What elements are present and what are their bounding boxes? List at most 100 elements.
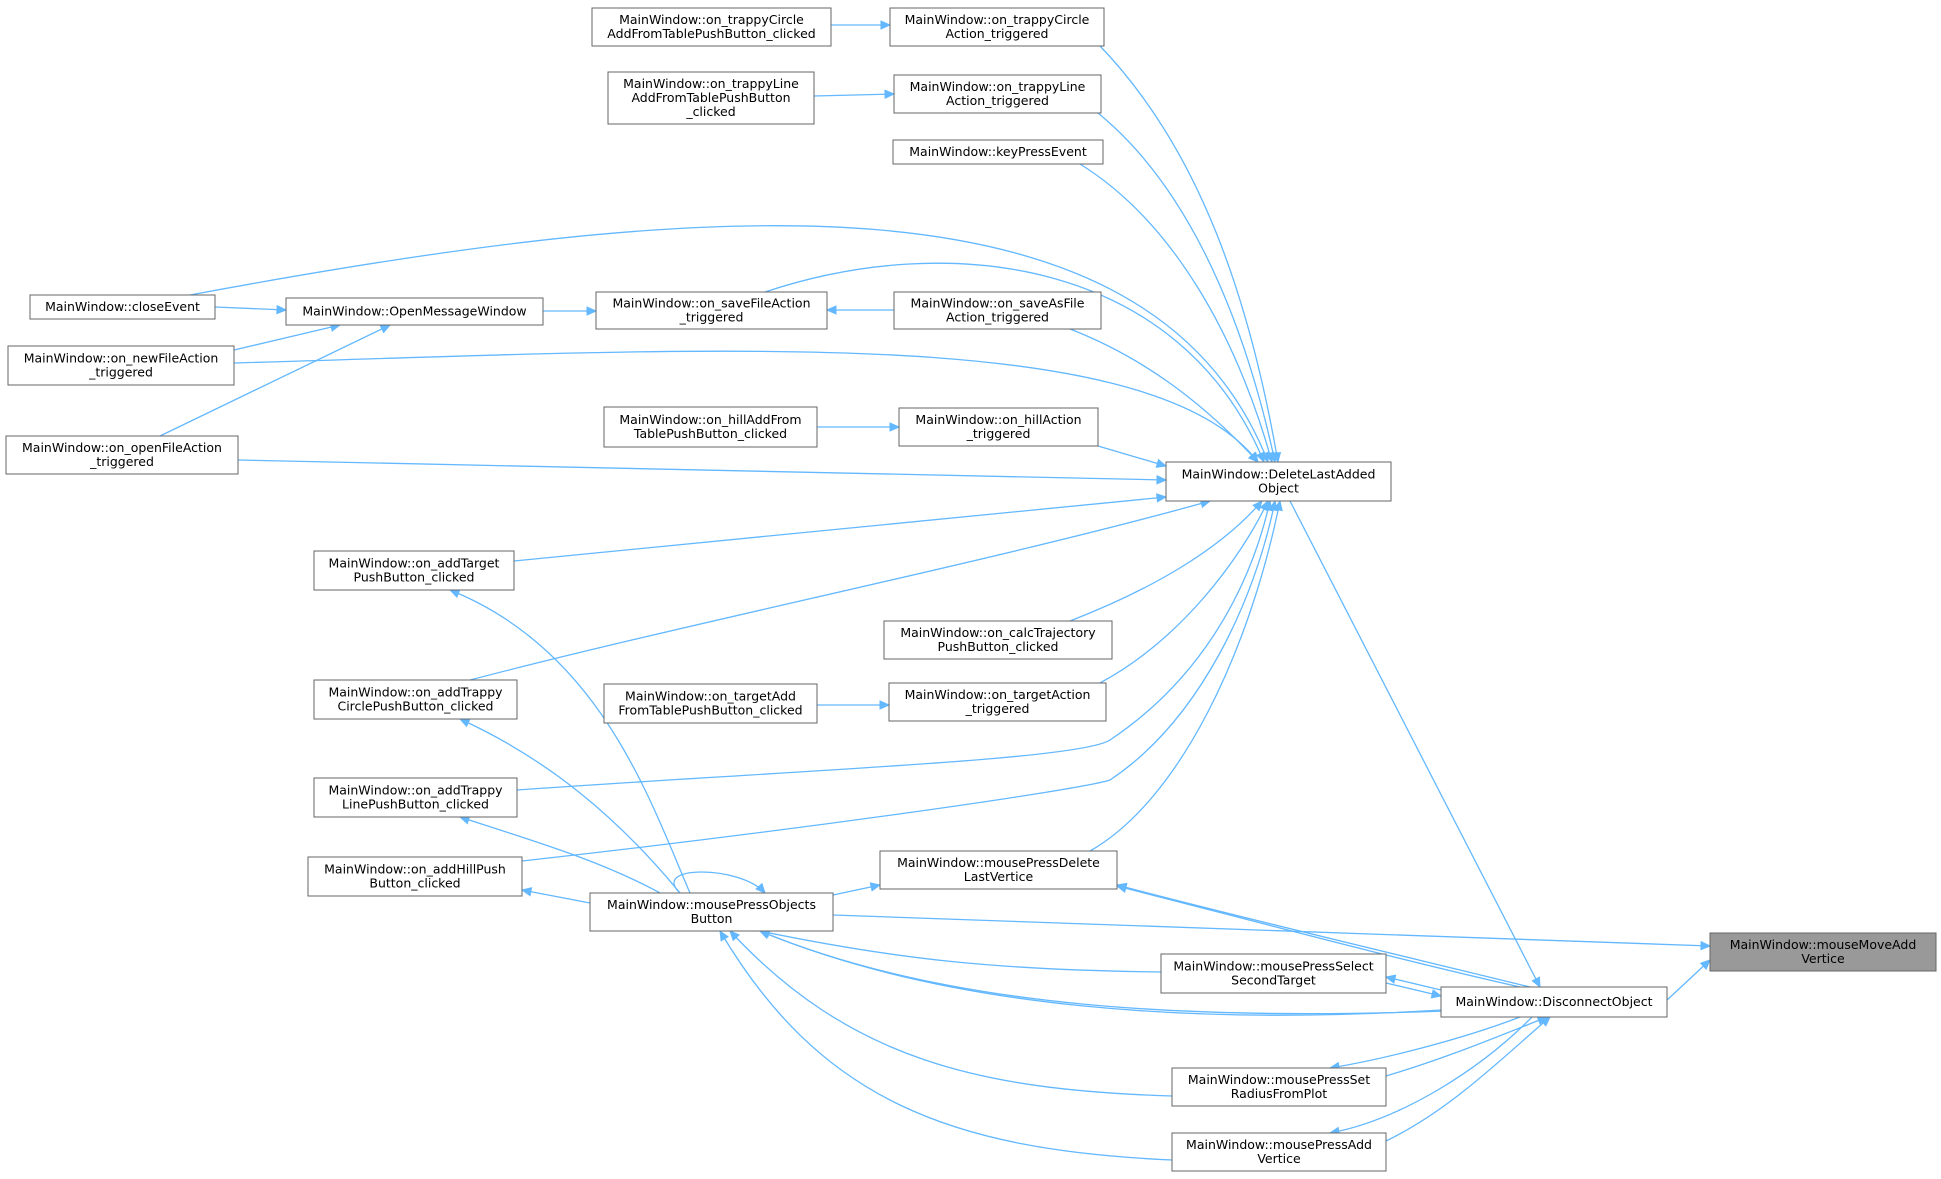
edge-targetAct-to-delLast	[1099, 499, 1269, 684]
node-box	[595, 291, 828, 330]
node-box	[1165, 461, 1392, 502]
edge-arrowhead	[755, 882, 766, 894]
node-label: MainWindow::mousePressSelect	[1173, 959, 1373, 974]
node-hillAdd[interactable]: MainWindow::on_hillAddFromTablePushButto…	[603, 406, 818, 448]
node-label: MainWindow::mousePressSet	[1188, 1072, 1370, 1087]
node-label: Vertice	[1801, 951, 1845, 966]
edge-line	[759, 930, 1442, 1016]
node-label: Action_triggered	[946, 26, 1049, 41]
edge-objBtn-to-delVert	[832, 882, 882, 896]
node-label: MainWindow::on_calcTrajectory	[900, 625, 1096, 640]
edge-saveAs-to-saveFile	[825, 305, 894, 315]
node-keyPress[interactable]: MainWindow::keyPressEvent	[892, 139, 1104, 165]
edge-setRadius-to-objBtn	[729, 930, 1173, 1097]
node-label: AddFromTablePushButton_clicked	[607, 26, 815, 41]
node-box	[1709, 932, 1937, 972]
edge-arrowhead	[1115, 883, 1128, 893]
edge-line	[813, 93, 895, 97]
node-box	[888, 682, 1107, 722]
node-label: MainWindow::on_targetAdd	[625, 689, 796, 704]
edge-line	[759, 930, 1162, 973]
edge-arrowhead	[880, 20, 892, 30]
node-addTarget[interactable]: MainWindow::on_addTargetPushButton_click…	[313, 550, 515, 591]
edge-trapCircAdd-to-trapCircAct	[831, 20, 892, 30]
edge-arrowhead	[1156, 475, 1168, 485]
node-addTrapCirc[interactable]: MainWindow::on_addTrappyCirclePushButton…	[313, 679, 518, 720]
edge-line	[521, 889, 591, 904]
node-label: Action_triggered	[946, 93, 1049, 108]
node-box	[29, 294, 216, 320]
edge-line	[237, 459, 1167, 481]
edge-objBtn-to-root	[832, 914, 1712, 951]
node-closeEv[interactable]: MainWindow::closeEvent	[29, 294, 216, 320]
node-box	[307, 856, 523, 897]
edge-arrowhead	[1430, 989, 1443, 999]
edge-disconnect-to-selSecond	[1384, 974, 1442, 991]
node-label: MainWindow::on_addHillPush	[324, 862, 506, 877]
node-label: Action_triggered	[946, 310, 1049, 325]
edge-line	[1089, 500, 1281, 852]
node-addTrapLine[interactable]: MainWindow::on_addTrappyLinePushButton_c…	[313, 777, 518, 818]
node-saveAs[interactable]: MainWindow::on_saveAsFileAction_triggere…	[893, 291, 1102, 330]
edge-arrowhead	[869, 882, 882, 892]
edge-arrowhead	[458, 718, 471, 728]
edge-arrowhead	[884, 89, 896, 100]
node-openMsg[interactable]: MainWindow::OpenMessageWindow	[285, 297, 544, 326]
edge-arrowhead	[719, 929, 729, 942]
edge-line	[719, 930, 1173, 1161]
node-newFile[interactable]: MainWindow::on_newFileAction_triggered	[7, 345, 235, 386]
edge-line	[1097, 112, 1276, 463]
node-trapCircAdd[interactable]: MainWindow::on_trappyCircleAddFromTableP…	[591, 7, 832, 47]
node-targetAdd[interactable]: MainWindow::on_targetAddFromTablePushBut…	[603, 683, 818, 724]
node-label: _triggered	[965, 701, 1030, 716]
edge-newFile-to-delLast	[233, 350, 1259, 463]
edge-arrowhead	[276, 304, 288, 315]
node-label: LinePushButton_clicked	[342, 797, 489, 812]
node-disconnect[interactable]: MainWindow::DisconnectObject	[1440, 986, 1668, 1018]
edge-selSecond-to-objBtn	[758, 928, 1162, 973]
node-trapLineAdd[interactable]: MainWindow::on_trappyLineAddFromTablePus…	[607, 71, 815, 125]
node-trapLineAct[interactable]: MainWindow::on_trappyLineAction_triggere…	[893, 74, 1102, 114]
node-box	[313, 679, 518, 720]
edge-addVert-to-disconnect	[1385, 1016, 1551, 1142]
node-label: MainWindow::mousePressAdd	[1186, 1137, 1372, 1152]
node-trapCircAct[interactable]: MainWindow::on_trappyCircleAction_trigge…	[889, 7, 1105, 47]
node-label: _triggered	[679, 310, 744, 325]
node-label: MainWindow::on_addTrappy	[328, 783, 503, 798]
node-box	[883, 620, 1113, 660]
node-hillAct[interactable]: MainWindow::on_hillAction_triggered	[898, 407, 1099, 447]
node-label: Object	[1258, 481, 1299, 496]
edge-closeEv-to-openMsg	[214, 304, 288, 315]
node-targetAct[interactable]: MainWindow::on_targetAction_triggered	[888, 682, 1107, 722]
node-calcTraj[interactable]: MainWindow::on_calcTrajectoryPushButton_…	[883, 620, 1113, 660]
edge-arrowhead	[879, 700, 891, 710]
edge-arrowhead	[1700, 940, 1712, 951]
edge-line	[233, 350, 1259, 463]
node-label: PushButton_clicked	[354, 570, 475, 585]
node-label: AddFromTablePushButton	[631, 90, 790, 105]
node-label: MainWindow::on_addTrappy	[328, 685, 503, 700]
node-box	[589, 892, 834, 932]
edge-line	[1385, 1016, 1551, 1142]
node-saveFile[interactable]: MainWindow::on_saveFileAction_triggered	[595, 291, 828, 330]
node-label: Vertice	[1257, 1151, 1301, 1166]
node-label: _triggered	[88, 365, 153, 380]
edge-line	[469, 500, 1211, 681]
node-label: MainWindow::mousePressObjects	[607, 897, 816, 912]
node-openFile[interactable]: MainWindow::on_openFileAction_triggered	[5, 435, 239, 475]
edge-arrowhead	[1531, 976, 1541, 989]
edge-line	[513, 496, 1167, 562]
edge-addVert-to-objBtn	[719, 929, 1173, 1161]
edge-line	[1116, 885, 1521, 988]
node-label: MainWindow::on_trappyLine	[623, 76, 799, 91]
edge-arrowhead	[1273, 499, 1283, 512]
edge-objBtn-to-addHill	[520, 887, 591, 904]
